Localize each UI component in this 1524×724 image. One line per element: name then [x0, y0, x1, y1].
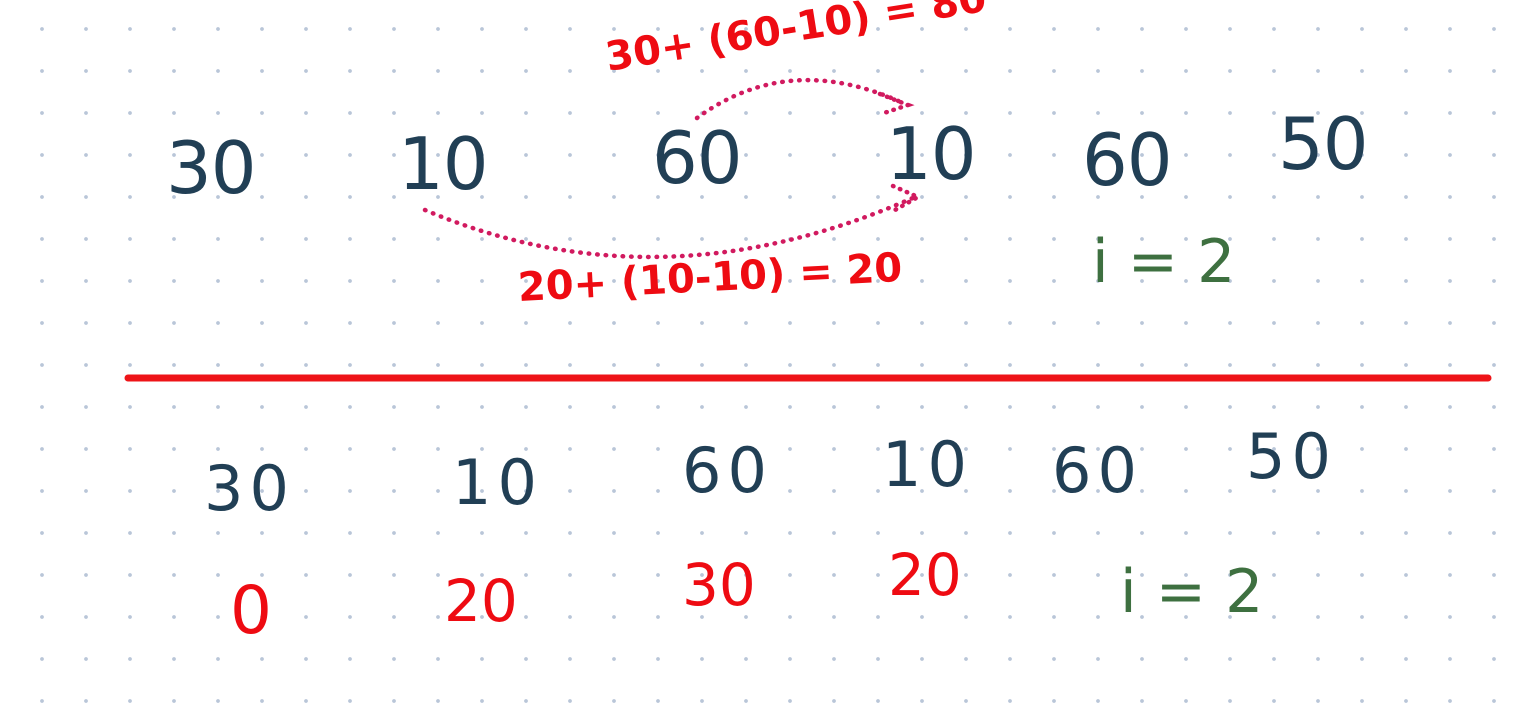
index-label-bottom: i = 2 — [1120, 557, 1264, 627]
index-label-top: i = 2 — [1092, 227, 1236, 297]
lower-arrow-head — [890, 183, 924, 213]
top-number: 50 — [1278, 102, 1369, 186]
top-number: 60 — [1082, 118, 1173, 202]
bottom-number: 10 — [452, 446, 543, 519]
result-value: 20 — [888, 541, 962, 609]
bottom-number: 30 — [204, 452, 295, 525]
top-number: 10 — [886, 112, 977, 196]
bottom-number: 60 — [682, 434, 773, 507]
bottom-number: 10 — [882, 428, 973, 501]
upper-arrow-arc — [694, 77, 908, 121]
bottom-number: 50 — [1246, 420, 1337, 493]
result-value: 0 — [230, 572, 272, 649]
result-value: 30 — [682, 551, 756, 619]
top-number: 60 — [652, 116, 743, 200]
bottom-number: 60 — [1052, 434, 1143, 507]
result-value: 20 — [444, 567, 518, 635]
upper-arrow-head — [877, 91, 915, 116]
top-number: 10 — [398, 122, 489, 206]
top-number: 30 — [166, 126, 257, 210]
lower-arrow-arc — [422, 194, 918, 260]
